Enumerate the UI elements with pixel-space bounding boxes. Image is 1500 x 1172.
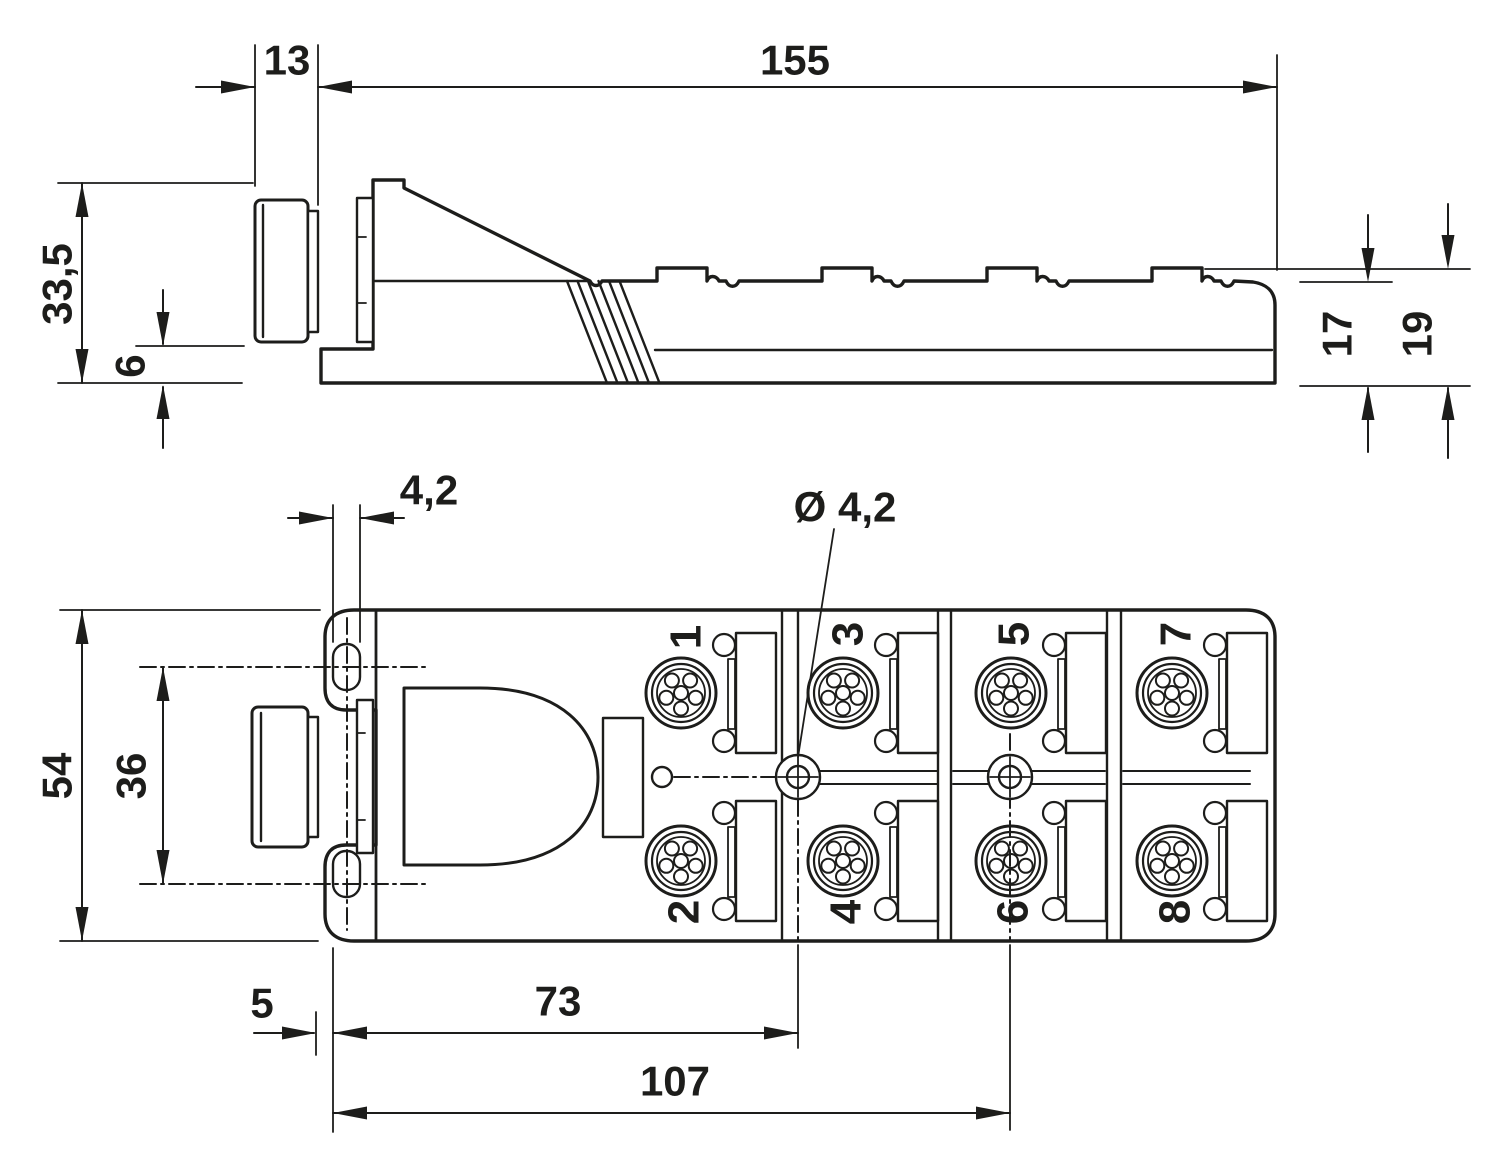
port-7-number: 7 bbox=[1152, 622, 1201, 646]
port-1-number: 1 bbox=[662, 625, 711, 649]
port-8-number: 8 bbox=[1151, 900, 1200, 924]
mounting-hole-1 bbox=[774, 753, 822, 801]
dim-73: 73 bbox=[332, 944, 799, 1133]
hatch-marks bbox=[565, 279, 661, 385]
m12-plug-side bbox=[253, 196, 375, 344]
port-8-window bbox=[1202, 799, 1269, 923]
port-4-socket bbox=[806, 824, 880, 898]
port-2-window bbox=[711, 799, 778, 923]
port-6-window bbox=[1041, 799, 1108, 923]
port-5-window bbox=[1041, 631, 1108, 755]
housing-outline bbox=[319, 178, 1277, 385]
mounting-hole-2 bbox=[986, 753, 1034, 801]
side-view: 13 155 33,5 6 bbox=[34, 37, 1471, 459]
dim-155: 155 bbox=[317, 37, 1278, 271]
dim-label-13: 13 bbox=[264, 37, 311, 84]
small-hole bbox=[650, 765, 674, 789]
dim-107: 107 bbox=[332, 944, 1011, 1131]
cable-dome bbox=[402, 686, 600, 867]
body-outline bbox=[323, 608, 1277, 943]
port-5-socket bbox=[974, 656, 1048, 730]
dim-17: 17 bbox=[1299, 214, 1471, 453]
dim-dia-4-2: Ø 4,2 bbox=[794, 484, 897, 758]
port-6-number: 6 bbox=[989, 900, 1038, 924]
knurled-nut-side bbox=[355, 196, 375, 344]
dim-19: 19 bbox=[1204, 203, 1471, 459]
port-numbers: 1 2 3 4 5 6 7 8 bbox=[660, 622, 1201, 924]
dim-4-2: 4,2 bbox=[287, 467, 458, 643]
port-2-number: 2 bbox=[660, 900, 709, 924]
dim-label-107: 107 bbox=[640, 1058, 710, 1105]
dim-label-36: 36 bbox=[108, 753, 155, 800]
dim-label-4-2: 4,2 bbox=[400, 467, 458, 514]
dim-54: 54 bbox=[34, 609, 321, 942]
dim-label-33-5: 33,5 bbox=[34, 243, 81, 325]
port-4-window bbox=[873, 799, 940, 923]
dim-5: 5 bbox=[250, 980, 317, 1056]
port-1-socket bbox=[644, 656, 718, 730]
dim-label-5: 5 bbox=[250, 980, 273, 1027]
dim-13: 13 bbox=[195, 37, 319, 206]
dim-label-17: 17 bbox=[1314, 311, 1361, 358]
dim-label-54: 54 bbox=[34, 752, 81, 799]
knurled-nut-plan bbox=[355, 698, 375, 855]
dome-label-plate bbox=[601, 716, 645, 839]
dim-6: 6 bbox=[107, 289, 245, 449]
port-8-socket bbox=[1135, 824, 1209, 898]
port-1-window bbox=[711, 631, 778, 755]
port-3-window bbox=[873, 631, 940, 755]
port-7-window bbox=[1202, 631, 1269, 755]
port-2-socket bbox=[644, 824, 718, 898]
m12-plug-plan bbox=[250, 698, 375, 855]
dim-label-19: 19 bbox=[1394, 311, 1441, 358]
port-7-socket bbox=[1135, 656, 1209, 730]
bottom-view: 1 2 3 4 5 6 7 8 4,2 Ø 4,2 bbox=[34, 467, 1277, 1133]
dim-label-6: 6 bbox=[107, 354, 154, 377]
port-4-number: 4 bbox=[822, 899, 871, 924]
dim-label-155: 155 bbox=[760, 37, 830, 84]
port-5-number: 5 bbox=[990, 622, 1039, 646]
dim-36: 36 bbox=[108, 666, 426, 885]
dim-label-73: 73 bbox=[535, 978, 582, 1025]
dim-33-5: 33,5 bbox=[34, 182, 254, 384]
dim-label-dia-4-2: Ø 4,2 bbox=[794, 484, 897, 531]
port-3-number: 3 bbox=[824, 622, 873, 646]
port-3-socket bbox=[806, 656, 880, 730]
